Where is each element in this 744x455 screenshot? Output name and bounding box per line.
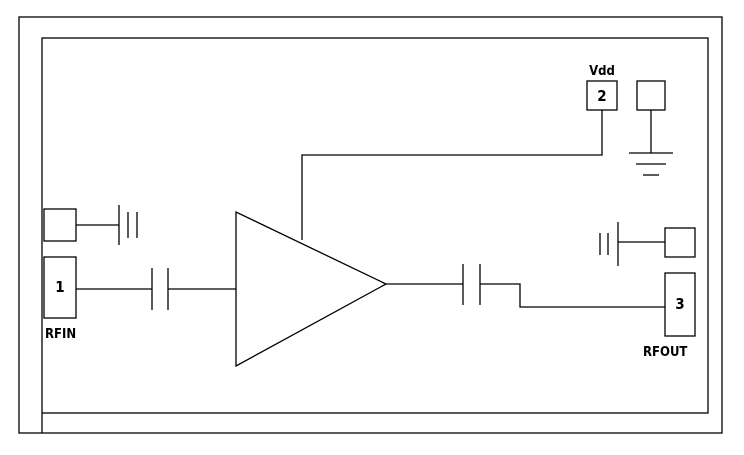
pin-3-box <box>664 272 696 337</box>
amplifier-triangle <box>235 210 388 368</box>
output-bypass-capacitor <box>599 222 696 266</box>
pin-3-label: RFOUT <box>643 345 687 360</box>
output-dc-block-capacitor <box>386 264 665 308</box>
pin-3-number: 3 <box>675 295 684 313</box>
ground-pad-top-right <box>636 80 666 111</box>
vdd-supply-line <box>301 110 603 240</box>
pin-1-number: 1 <box>55 278 64 296</box>
ground-pad-left <box>43 208 77 242</box>
input-bypass-capacitor <box>43 205 138 245</box>
pin-2-vdd: 2 Vdd <box>586 64 618 111</box>
pin-1-box <box>43 256 77 319</box>
outer-frame <box>18 16 723 434</box>
pin-2-number: 2 <box>597 87 606 105</box>
pin-1-label: RFIN <box>45 327 76 342</box>
pin-2-label: Vdd <box>589 64 615 79</box>
vdd-ground <box>629 80 673 176</box>
pin-1-rfin: 1 RFIN <box>43 256 77 342</box>
chip-outline <box>41 37 709 414</box>
ground-pad-right <box>664 227 696 258</box>
input-dc-block-capacitor <box>76 268 236 310</box>
pin-2-box <box>586 80 618 111</box>
pin-3-rfout: 3 RFOUT <box>643 272 696 360</box>
